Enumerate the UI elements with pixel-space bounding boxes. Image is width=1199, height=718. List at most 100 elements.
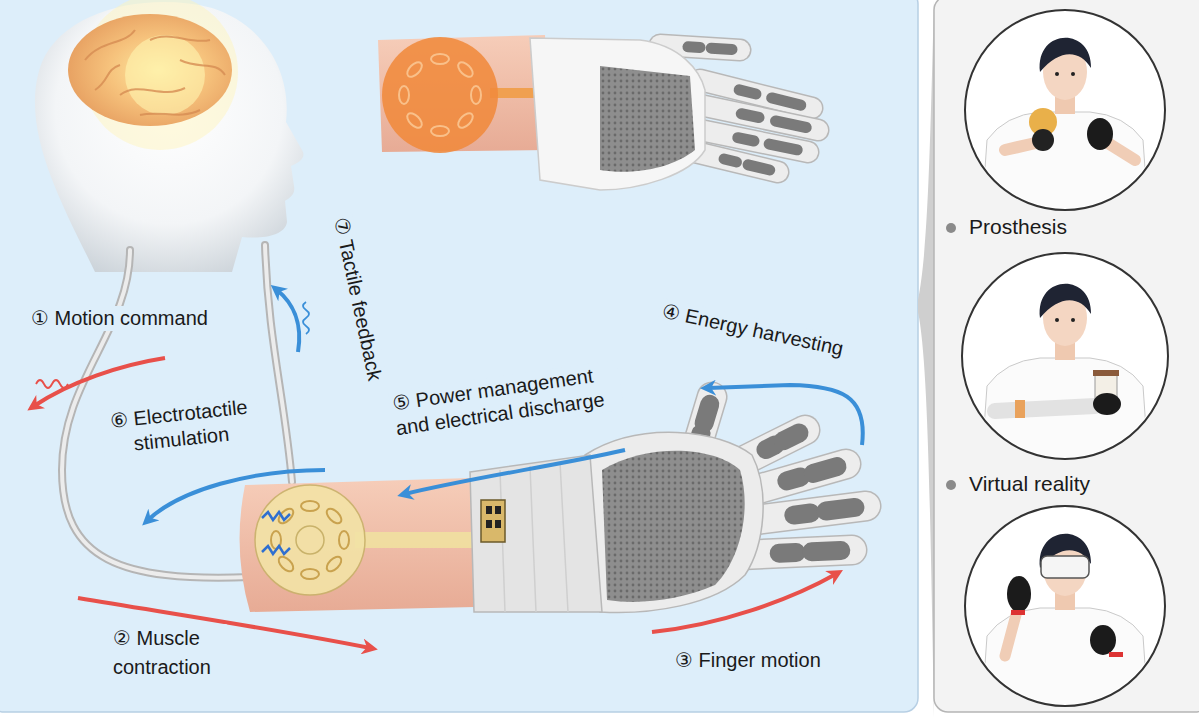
application-scene xyxy=(1040,284,1091,318)
glove-finger xyxy=(711,48,732,49)
nerve-wire xyxy=(265,245,292,482)
step-label: ④ Energy harvesting xyxy=(657,298,849,362)
motion-arrow xyxy=(34,358,836,648)
glove-photo xyxy=(530,38,705,190)
feedback-arrow xyxy=(148,470,325,520)
application-scene xyxy=(1087,118,1113,150)
application-scene xyxy=(980,38,1150,240)
glove-finger xyxy=(779,543,796,563)
electrode-pad xyxy=(301,501,319,511)
left-panel xyxy=(0,0,918,712)
glove-finger xyxy=(755,506,866,520)
glove-finger xyxy=(688,41,700,53)
application-scene xyxy=(1055,72,1059,76)
circuit-chip xyxy=(495,506,501,514)
application-scene xyxy=(1109,652,1123,657)
electrode-pad xyxy=(456,60,476,80)
glove-finger xyxy=(776,121,807,128)
glove xyxy=(470,432,763,612)
electrode-pad xyxy=(405,111,425,131)
electrode-pad xyxy=(339,531,349,549)
circuit-chip xyxy=(481,500,505,542)
glove-finger xyxy=(812,551,841,552)
glove-finger xyxy=(755,464,846,490)
electrode-pad xyxy=(471,86,481,104)
glove-finger xyxy=(704,404,710,423)
glove-finger xyxy=(695,152,778,172)
right-panel xyxy=(934,0,1199,712)
application-scene xyxy=(1041,556,1089,578)
motion-arrow xyxy=(36,380,68,388)
step-label: ⑦ Tactile feedback xyxy=(328,212,388,386)
glove xyxy=(585,432,763,612)
glove-finger xyxy=(766,445,775,450)
application-scene xyxy=(1015,400,1025,418)
feedback-arrow xyxy=(708,385,863,445)
left-panel xyxy=(0,0,918,712)
circuit-chip xyxy=(495,520,501,528)
application-scene xyxy=(980,284,1150,486)
glove-photo xyxy=(378,35,550,153)
glove-finger xyxy=(783,433,799,441)
step-label: ③ Finger motion xyxy=(672,648,824,673)
electrode-pad xyxy=(324,554,344,574)
application-scene xyxy=(1093,393,1121,415)
glove-finger xyxy=(741,114,759,118)
stimulation-spark xyxy=(262,546,290,554)
electrode-pad xyxy=(405,60,425,80)
step-label: ① Motion command xyxy=(28,306,211,331)
electrode-pad xyxy=(271,501,349,579)
glove-photo xyxy=(378,35,550,152)
electrode-pad xyxy=(276,554,296,574)
brain xyxy=(125,35,205,115)
glove-photo xyxy=(600,66,695,172)
application-scene xyxy=(1071,318,1075,322)
glove-finger xyxy=(738,138,754,141)
forearm xyxy=(240,478,485,612)
glove-finger xyxy=(813,467,837,474)
application-scene xyxy=(1007,576,1031,612)
glove-finger xyxy=(745,430,805,460)
application-scene xyxy=(1055,318,1059,322)
application-scene xyxy=(1093,370,1119,376)
feedback-arrow xyxy=(303,302,309,334)
glove-photo xyxy=(382,37,498,153)
right-panel xyxy=(946,480,956,490)
glove-finger xyxy=(695,152,778,172)
right-panel xyxy=(934,0,1199,712)
electrode-pad xyxy=(399,54,481,136)
electrode-pad xyxy=(276,506,296,526)
feedback-arrow xyxy=(277,290,299,352)
electrode-pad xyxy=(324,506,344,526)
glove xyxy=(602,451,745,602)
glove-finger xyxy=(794,513,811,515)
brain xyxy=(68,14,232,126)
application-scene xyxy=(980,358,1150,486)
application-scene xyxy=(1011,610,1025,615)
electrode-pad xyxy=(456,111,476,131)
forearm xyxy=(296,526,324,554)
circuit-chip xyxy=(486,506,492,514)
application-scene xyxy=(980,608,1150,718)
glove xyxy=(500,462,568,612)
application-scene xyxy=(1005,611,1017,656)
glove-finger xyxy=(724,159,736,162)
application-scene xyxy=(1032,129,1054,151)
forearm xyxy=(255,485,365,595)
right-panel xyxy=(946,223,956,233)
glove-finger xyxy=(748,165,770,170)
stimulation-spark xyxy=(262,512,290,520)
glove-finger xyxy=(787,477,801,481)
glove-finger xyxy=(739,90,756,94)
glove-photo xyxy=(530,38,705,190)
glove-finger xyxy=(745,430,805,460)
application-scene xyxy=(1071,72,1075,76)
application-scene xyxy=(995,406,1095,411)
application-scene xyxy=(962,10,1168,718)
step-label: ⑥ Electrotactile stimulation xyxy=(100,394,260,460)
panel-bracket xyxy=(918,0,934,718)
circuit-chip xyxy=(481,500,505,542)
application-scene xyxy=(1040,38,1091,72)
